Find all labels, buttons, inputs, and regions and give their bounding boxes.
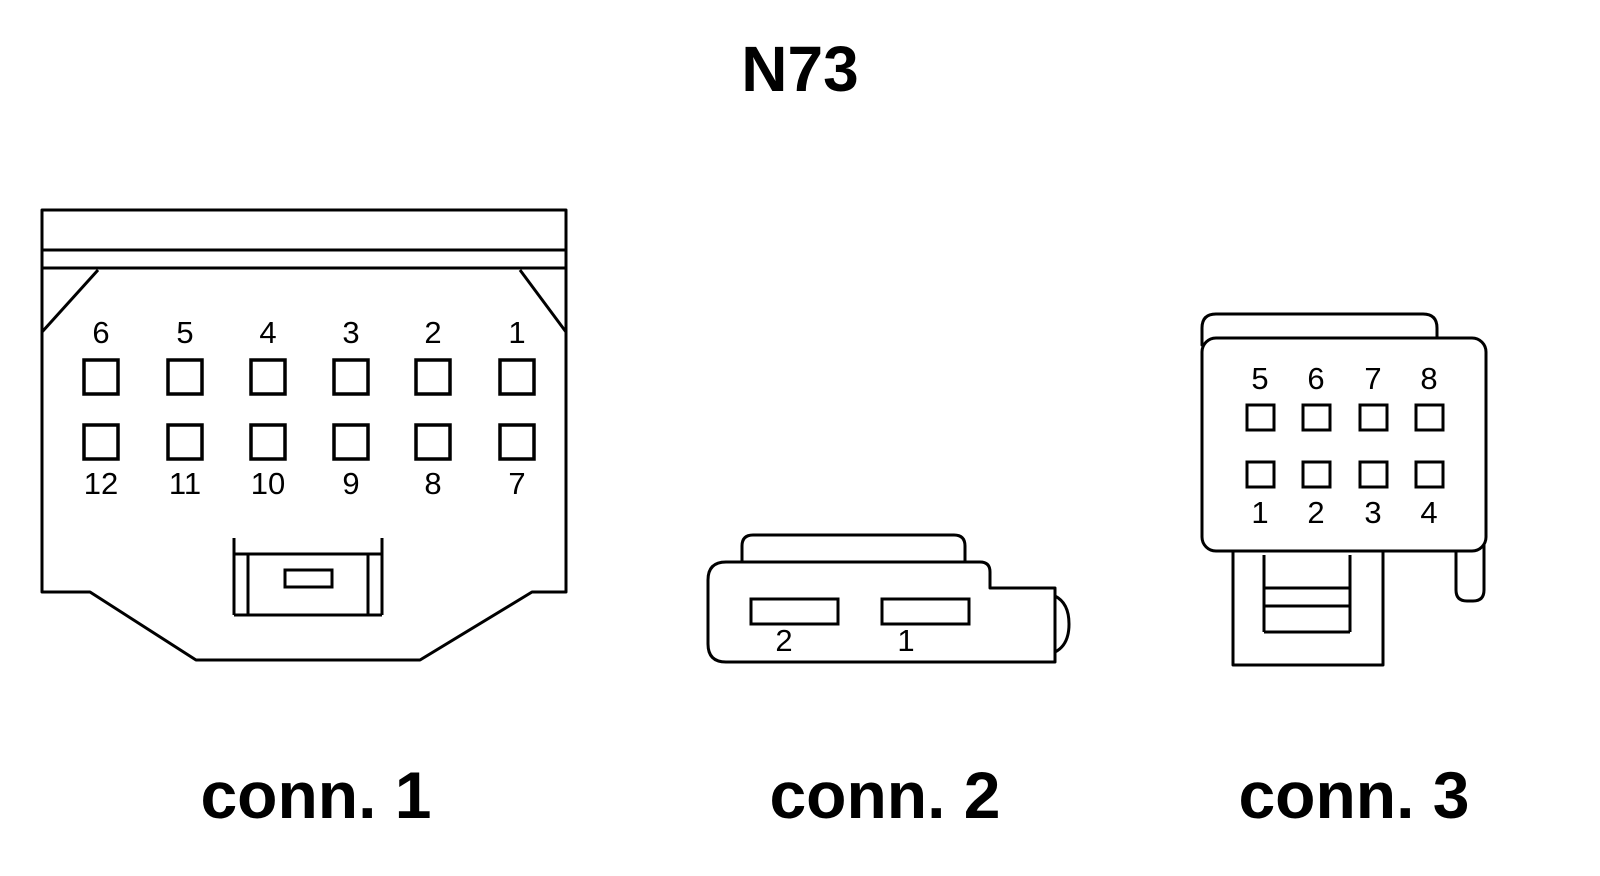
connector-3-caption: conn. 3 [1238, 758, 1469, 832]
connector-1-pin [332, 423, 370, 461]
pin-number: 8 [424, 466, 441, 501]
connector-1-pin-row-bottom: 12 11 10 9 8 7 [82, 423, 536, 501]
connector-3-pin [1414, 460, 1445, 489]
connector-1-pin [82, 358, 120, 396]
connector-1-pin [249, 358, 287, 396]
connector-1-housing [40, 208, 568, 662]
pin-number: 7 [508, 466, 525, 501]
connector-1-pin [249, 423, 287, 461]
pin-number: 1 [1251, 495, 1268, 530]
connector-1-caption: conn. 1 [200, 758, 431, 832]
connector-3-pin [1245, 403, 1276, 432]
connector-3-pin [1245, 460, 1276, 489]
connector-3-pin [1358, 403, 1389, 432]
connector-1-pin [498, 358, 536, 396]
pin-number: 8 [1420, 361, 1437, 396]
diagram-title: N73 [741, 33, 858, 105]
connector-2-caption: conn. 2 [769, 758, 1000, 832]
pin-number: 6 [92, 315, 109, 350]
pin-number: 4 [259, 315, 276, 350]
connector-2-pin [749, 597, 840, 626]
connector-3-pin [1301, 460, 1332, 489]
connector-1-pin [166, 358, 204, 396]
connector-2-pin [880, 597, 971, 626]
pin-number: 3 [342, 315, 359, 350]
connector-1-pin [332, 358, 370, 396]
connector-2-pins: 2 1 [749, 597, 971, 658]
pin-number: 7 [1364, 361, 1381, 396]
pin-number: 3 [1364, 495, 1381, 530]
connector-1-pin [498, 423, 536, 461]
connector-3-pin [1301, 403, 1332, 432]
pin-number: 2 [424, 315, 441, 350]
pin-number: 2 [1307, 495, 1324, 530]
connector-2: 2 1 conn. 2 [706, 533, 1071, 832]
connector-1-pin [82, 423, 120, 461]
pin-number: 5 [1251, 361, 1268, 396]
connector-3-pin-row-top: 5 6 7 8 [1245, 361, 1445, 432]
pin-number: 10 [251, 466, 285, 501]
pin-number: 4 [1420, 495, 1437, 530]
connector-1-pin [414, 423, 452, 461]
connector-3: 5 6 7 8 1 2 3 4 conn. 3 [1200, 312, 1488, 832]
connector-1-pin [166, 423, 204, 461]
pin-number: 2 [775, 623, 792, 658]
connector-3-pin-row-bottom: 1 2 3 4 [1245, 460, 1445, 530]
pin-number: 12 [84, 466, 118, 501]
connector-1-pin [414, 358, 452, 396]
connector-1: 6 5 4 3 2 1 12 11 10 9 8 7 conn. 1 [40, 208, 568, 832]
connector-3-housing [1200, 312, 1488, 667]
pin-number: 1 [897, 623, 914, 658]
connector-1-pin-row-top: 6 5 4 3 2 1 [82, 315, 536, 396]
connector-3-pin [1414, 403, 1445, 432]
pin-number: 6 [1307, 361, 1324, 396]
pin-number: 1 [508, 315, 525, 350]
connector-3-pin [1358, 460, 1389, 489]
pin-number: 11 [169, 466, 201, 501]
pin-number: 9 [342, 466, 359, 501]
pin-number: 5 [176, 315, 193, 350]
